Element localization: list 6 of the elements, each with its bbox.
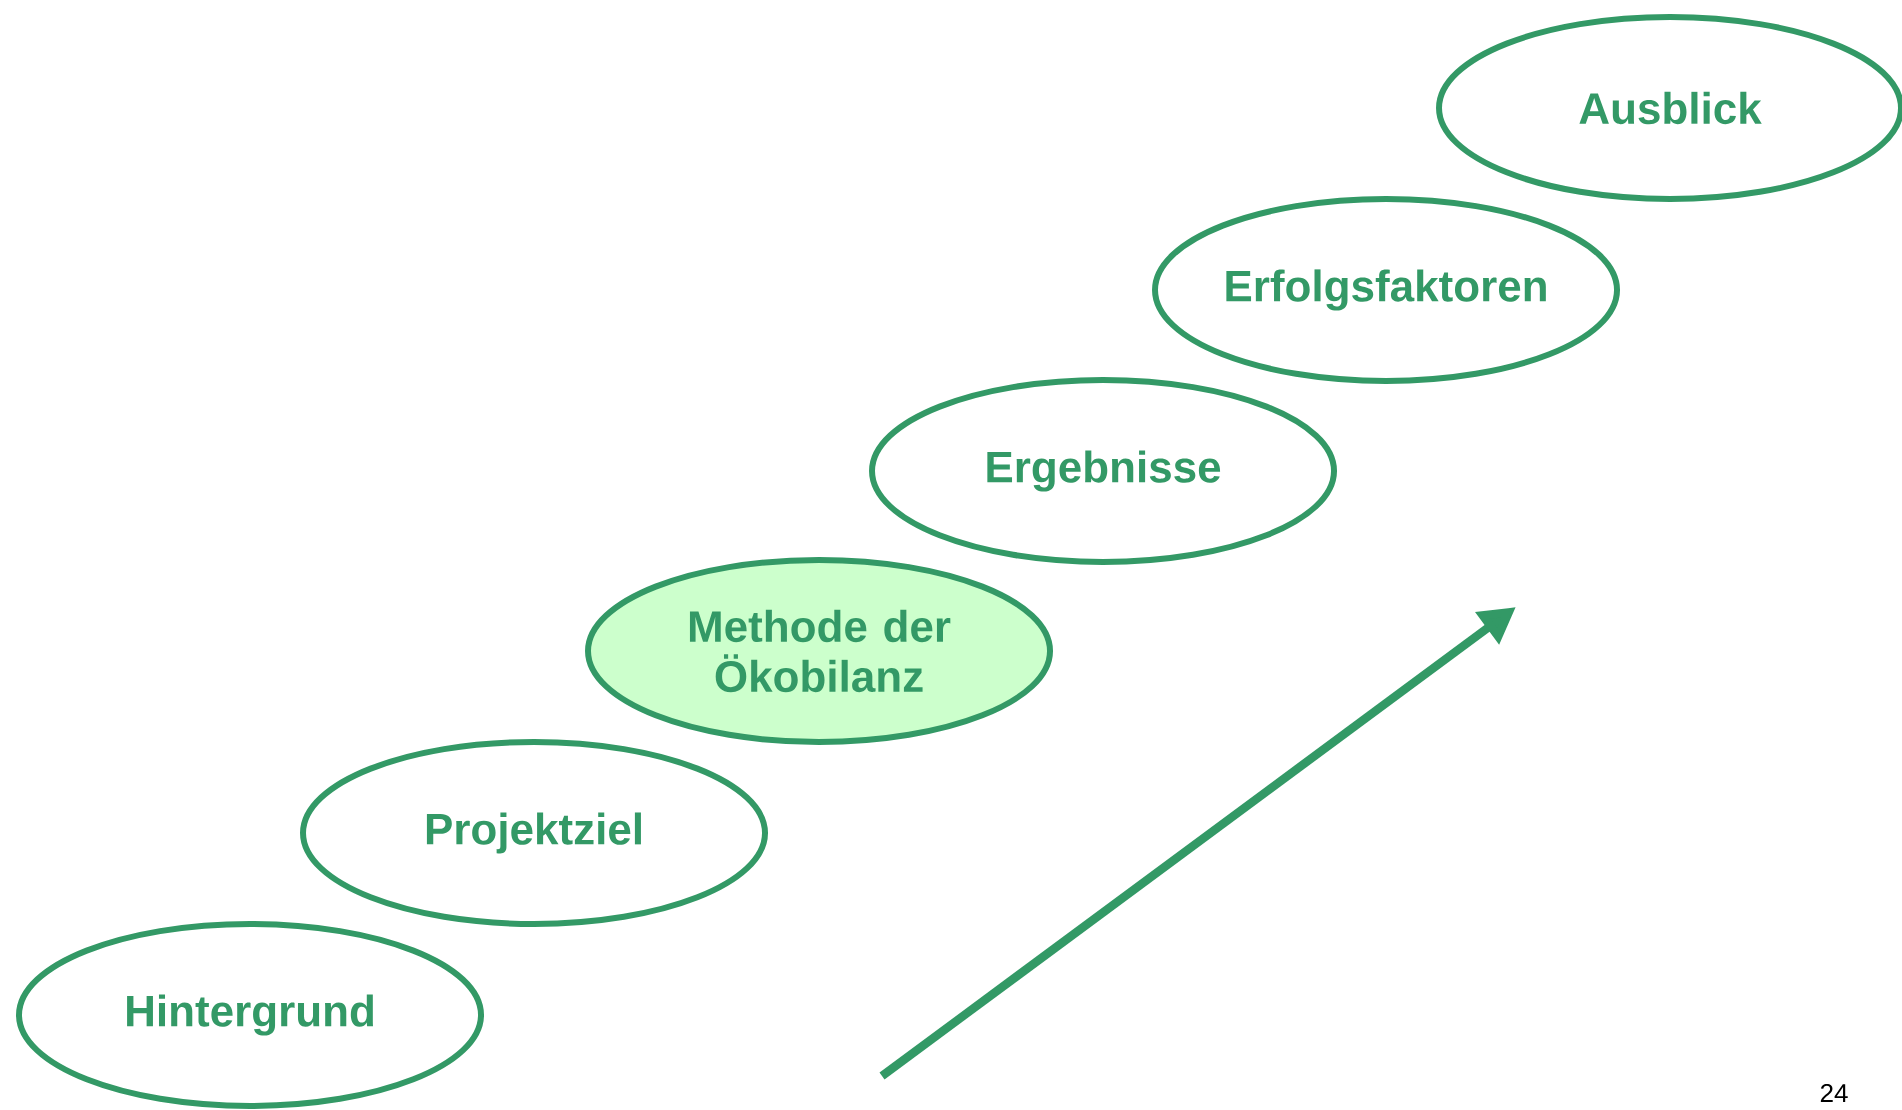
ellipse-node: Ergebnisse bbox=[869, 377, 1337, 565]
ellipse-node: Projektziel bbox=[300, 739, 768, 927]
ellipse-node: Hintergrund bbox=[16, 921, 484, 1109]
ellipse-node: Methode der Ökobilanz bbox=[585, 557, 1053, 745]
ellipse-node: Erfolgsfaktoren bbox=[1152, 196, 1620, 384]
page-number: 24 bbox=[1820, 1083, 1848, 1103]
